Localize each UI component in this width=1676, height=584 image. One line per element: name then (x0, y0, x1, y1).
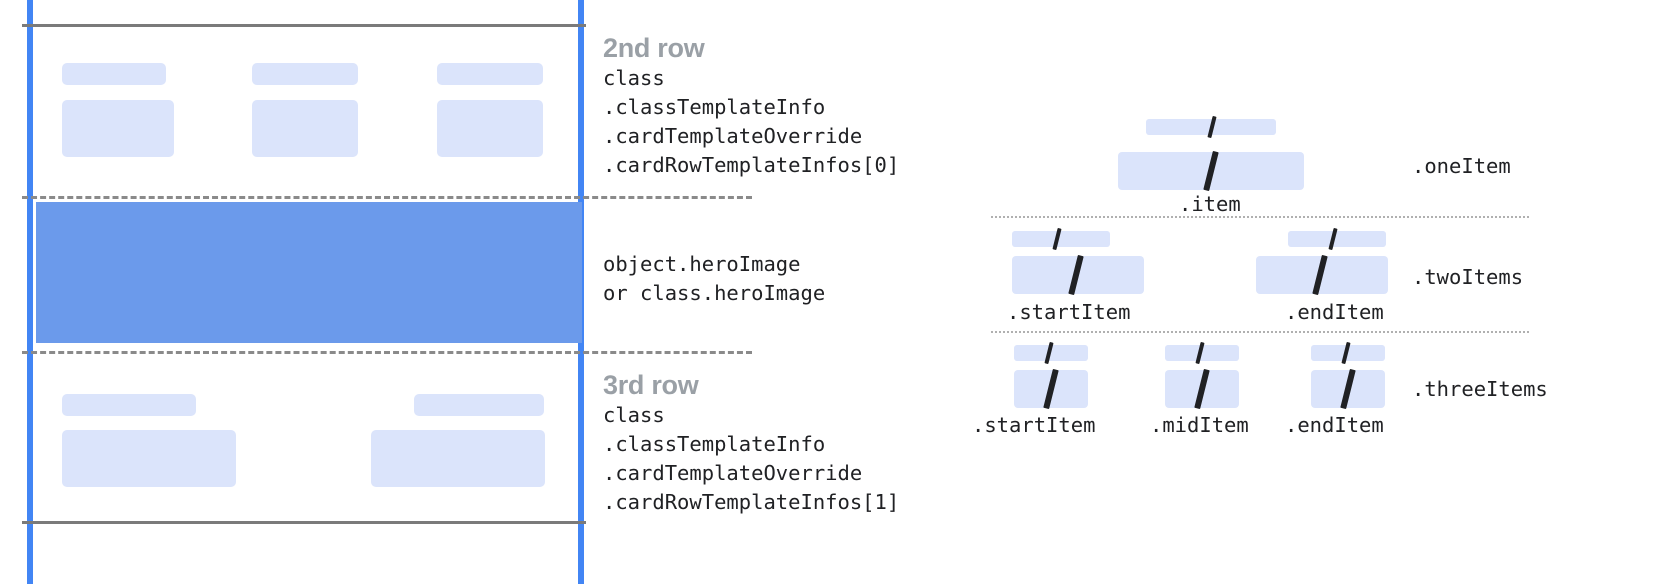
slot-label-start-item: .startItem (1007, 300, 1131, 324)
item-label-bar (1012, 231, 1110, 247)
variant-label-two-items: .twoItems (1412, 265, 1524, 289)
annotation-third-row: 3rd row class .classTemplateInfo .cardTe… (603, 369, 899, 517)
variant-separator-top (991, 216, 1529, 218)
variant-label-three-items: .threeItems (1412, 377, 1548, 401)
item-content-box (62, 100, 174, 157)
card-bottom-rule (22, 521, 586, 524)
item-label-bar (252, 63, 358, 85)
third-row-heading: 3rd row (603, 370, 699, 400)
annotation-hero-image: object.heroImage or class.heroImage (603, 250, 825, 308)
row-separator-top (22, 196, 752, 199)
variant-separator-bottom (991, 331, 1529, 333)
item-label-bar (414, 394, 544, 416)
second-row-heading: 2nd row (603, 33, 705, 63)
variant-label-one-item: .oneItem (1412, 154, 1511, 178)
third-row-code-line-1: class (603, 403, 665, 427)
slot-label-mid-item: .midItem (1150, 413, 1249, 437)
slot-label-end-item: .endItem (1285, 413, 1384, 437)
third-row-code-line-2: .classTemplateInfo (603, 432, 826, 456)
hero-image-code-line-2: or class.heroImage (603, 281, 826, 305)
item-content-box (437, 100, 543, 157)
row-separator-bottom (22, 351, 752, 354)
slot-label-start-item: .startItem (972, 413, 1096, 437)
slot-label-end-item: .endItem (1285, 300, 1384, 324)
item-content-box (252, 100, 358, 157)
second-row-code-line-2: .classTemplateInfo (603, 95, 826, 119)
item-content-box (371, 430, 545, 487)
item-label-bar (1288, 231, 1386, 247)
third-row-code-line-3: .cardTemplateOverride (603, 461, 863, 485)
annotation-second-row: 2nd row class .classTemplateInfo .cardTe… (603, 32, 899, 180)
left-guide-line (27, 0, 33, 584)
hero-image-code-line-1: object.heroImage (603, 252, 801, 276)
third-row-code-line-4: .cardRowTemplateInfos[1] (603, 490, 900, 514)
card-top-rule (22, 24, 586, 27)
item-content-box (62, 430, 236, 487)
item-label-bar (62, 63, 166, 85)
second-row-code-line-3: .cardTemplateOverride (603, 124, 863, 148)
slot-label-item: .item (1179, 192, 1241, 216)
second-row-code-line-4: .cardRowTemplateInfos[0] (603, 153, 900, 177)
item-label-bar (62, 394, 196, 416)
hero-image-block (36, 202, 582, 343)
second-row-code-line-1: class (603, 66, 665, 90)
item-label-bar (437, 63, 543, 85)
